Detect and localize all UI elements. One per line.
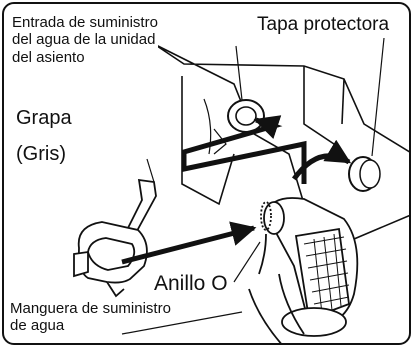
illustration: [73, 37, 409, 343]
protective-cap: [348, 156, 381, 192]
label-o-ring: Anillo O: [154, 272, 228, 297]
label-inlet: Entrada de suministro del agua de la uni…: [12, 14, 158, 66]
label-clip: Grapa: [16, 107, 72, 129]
arrow-clip-to-elbow: [121, 221, 257, 265]
elbow-fitting: [260, 197, 359, 337]
label-clip-color: (Gris): [16, 143, 66, 165]
water-supply-hose: [248, 233, 305, 343]
label-hose: Manguera de suministro de agua: [10, 300, 171, 335]
label-inlet-text: Entrada de suministro del agua de la uni…: [12, 14, 158, 66]
diagram-frame: Entrada de suministro del agua de la uni…: [2, 2, 411, 345]
label-protective-cap: Tapa protectora: [257, 14, 390, 36]
label-hose-text: Manguera de suministro de agua: [10, 300, 171, 335]
leader-lines: [121, 37, 385, 335]
insertion-arrow: [181, 115, 307, 184]
grey-clip: [73, 178, 157, 298]
arrow-to-cap: [291, 139, 352, 181]
